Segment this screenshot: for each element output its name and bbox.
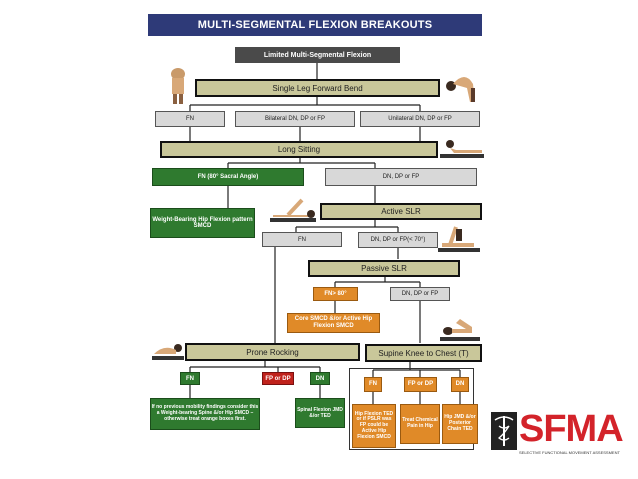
- active-dn-box: DN, DP or FP(< 70°): [358, 232, 438, 248]
- supine-knee-chest-figure: [440, 319, 480, 341]
- supine-fn-text-box: Hip Flexion TED or if PSLR was FP could …: [352, 404, 396, 448]
- sfma-logo-subtitle: SELECTIVE FUNCTIONAL MOVEMENT ASSESSMENT: [519, 450, 620, 455]
- supine-fp-text-box: Treat Chemical Pain in Hip: [400, 404, 440, 444]
- row1-fn-box: FN: [155, 111, 225, 127]
- single-leg-forward-bend-box: Single Leg Forward Bend: [195, 79, 440, 97]
- fn80-box: FN (80° Sacral Angle): [152, 168, 304, 186]
- sfma-logo: SFMA SELECTIVE FUNCTIONAL MOVEMENT ASSES…: [491, 408, 624, 460]
- supine-fp-box: FP or DP: [404, 377, 437, 392]
- page-title: MULTI-SEGMENTAL FLEXION BREAKOUTS: [148, 14, 482, 36]
- passive-dn-box: DN, DP or FP: [390, 287, 450, 301]
- fn-gt80-box: FN> 80°: [313, 287, 358, 301]
- supine-knee-chest-box: Supine Knee to Chest (T): [365, 344, 482, 362]
- active-slr-box: Active SLR: [320, 203, 482, 220]
- supine-dn-text-box: Hip JMD &/or Posterior Chain TED: [442, 404, 478, 444]
- row1-unilateral-box: Unilateral DN, DP or FP: [360, 111, 480, 127]
- prone-fn-text-box: If no previous mobility findings conside…: [150, 398, 260, 430]
- long-sitting-figure: [440, 140, 484, 158]
- supine-dn-box: DN: [451, 377, 469, 392]
- row1-bilateral-box: Bilateral DN, DP or FP: [235, 111, 355, 127]
- prone-rocking-figure: [152, 344, 184, 360]
- prone-rocking-box: Prone Rocking: [185, 343, 360, 361]
- prone-dn-text-box: Spinal Flexion JMD &/or TED: [295, 398, 345, 428]
- prone-fn-box: FN: [180, 372, 200, 385]
- prone-fp-box: FP or DP: [262, 372, 294, 385]
- long-sitting-box: Long Sitting: [160, 141, 438, 158]
- forward-bend-figure-right: [446, 77, 475, 102]
- active-fn-box: FN: [262, 232, 342, 247]
- limited-flexion-box: Limited Multi-Segmental Flexion: [235, 47, 400, 63]
- sfma-logo-text: SFMA: [519, 408, 624, 450]
- passive-slr-figure: [438, 226, 480, 252]
- passive-slr-box: Passive SLR: [308, 260, 460, 277]
- supine-fn-box: FN: [364, 377, 382, 392]
- dn-dp-fp-box: DN, DP or FP: [325, 168, 477, 186]
- caduceus-icon: [491, 412, 517, 450]
- core-smcd-box: Core SMCD &/or Active Hip Flexion SMCD: [287, 313, 380, 333]
- prone-dn-box: DN: [310, 372, 330, 385]
- wb-hip-box: Weight-Bearing Hip Flexion pattern SMCD: [150, 208, 255, 238]
- forward-bend-figure-left: [171, 68, 185, 104]
- active-slr-figure: [270, 198, 316, 222]
